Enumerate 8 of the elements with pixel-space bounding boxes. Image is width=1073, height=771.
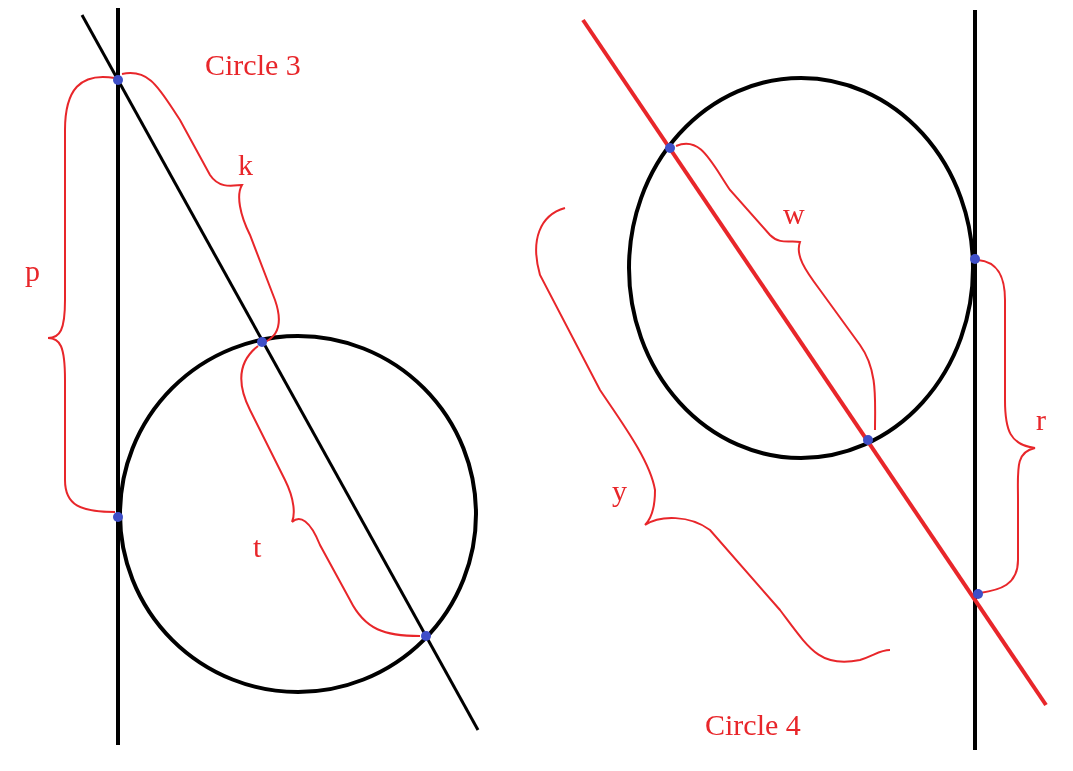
segment-label: Circle 3 bbox=[205, 50, 301, 80]
segment-label: Circle 4 bbox=[705, 710, 801, 740]
segment-label: y bbox=[612, 476, 627, 506]
segment-label: w bbox=[783, 199, 805, 229]
segment-label: k bbox=[238, 150, 253, 180]
segment-label: t bbox=[253, 532, 262, 562]
segment-label: p bbox=[25, 256, 40, 286]
segment-label: r bbox=[1036, 405, 1046, 435]
